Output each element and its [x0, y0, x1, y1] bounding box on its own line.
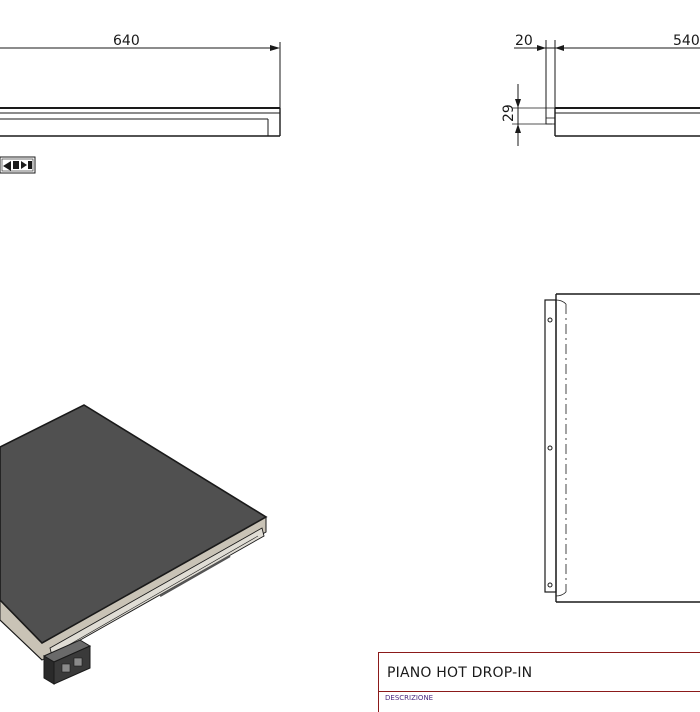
plan-corner-bottom: [555, 591, 567, 597]
title-separator: [379, 691, 700, 692]
iso-rail-slot: [59, 535, 259, 651]
description-label: DESCRIZIONE: [385, 694, 434, 702]
side-vdim-arrow-bottom: [515, 124, 521, 133]
side-depth-label: 540: [673, 33, 700, 49]
front-width-label: 640: [113, 33, 140, 49]
side-dim-arrow-left: [537, 45, 546, 51]
title-block: PIANO HOT DROP-IN DESCRIZIONE: [378, 652, 700, 712]
side-view: [512, 40, 700, 146]
plan-corner-top: [555, 299, 567, 305]
plan-hole-1: [547, 317, 553, 323]
iso-rail-slot-2: [159, 555, 231, 597]
section-marker: [0, 156, 36, 174]
side-height-label: 29: [501, 104, 517, 122]
side-dim-arrow-right: [555, 45, 564, 51]
side-vdim-arrow-top: [515, 99, 521, 108]
side-offset-label: 20: [515, 33, 533, 49]
drawing-title: PIANO HOT DROP-IN: [387, 665, 533, 681]
plan-hole-3: [547, 582, 553, 588]
iso-bottom-edge: [0, 619, 43, 661]
front-view: [0, 42, 281, 137]
iso-top-surface: [0, 404, 268, 644]
iso-connector-box: [42, 639, 92, 685]
plan-hole-2: [547, 445, 553, 451]
plan-view: [544, 293, 700, 603]
isometric-view: [0, 404, 268, 685]
front-dim-arrow: [270, 45, 280, 51]
side-small-flange: [545, 117, 556, 125]
